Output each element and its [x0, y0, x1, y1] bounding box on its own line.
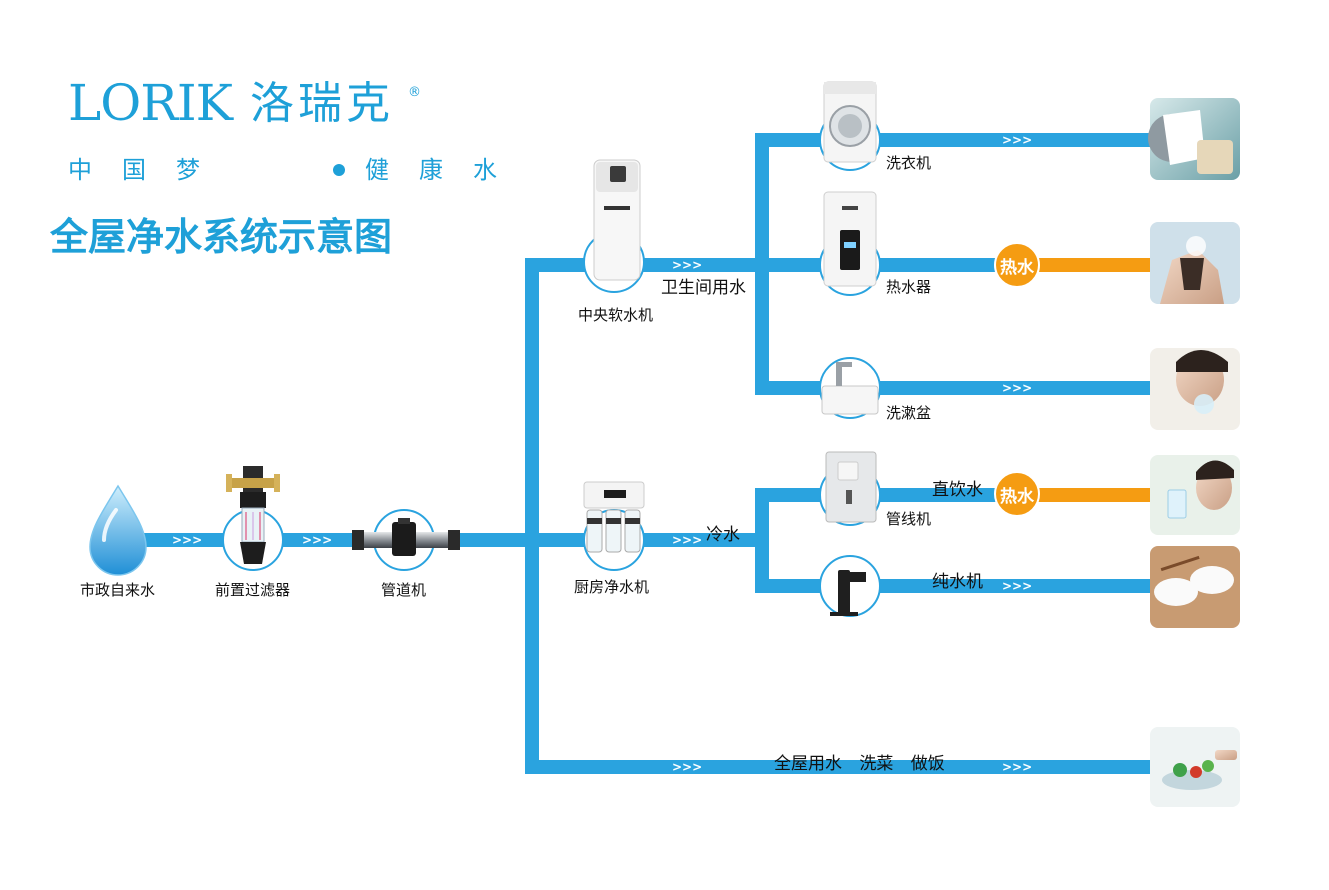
pipeline-machine-icon: [825, 451, 877, 523]
heater-icon: [823, 191, 877, 287]
flow-arrow: >>>: [672, 258, 702, 272]
registered-mark: ®: [408, 85, 421, 100]
rice-photo: [1150, 546, 1240, 628]
basin-icon: [821, 362, 879, 415]
washer-icon: [823, 81, 877, 163]
bathroom-water-label: 卫生间用水: [661, 278, 746, 298]
slogan-left: 中国梦: [68, 156, 230, 184]
vegetable-wash-photo: [1150, 727, 1240, 807]
shower-photo: [1150, 222, 1240, 304]
washer-pipe: [755, 133, 1150, 147]
flow-arrow: >>>: [672, 533, 702, 547]
upper-branch-pipe: [525, 258, 765, 272]
hot-pipes: [1030, 258, 1150, 502]
basin-label: 洗漱盆: [886, 404, 932, 422]
kitchen-vertical-pipe: [755, 488, 769, 593]
prefilter-label: 前置过滤器: [215, 581, 291, 599]
kitchen-purifier-icon: [583, 481, 645, 553]
flow-arrow: >>>: [1002, 579, 1032, 593]
flow-arrow: >>>: [672, 760, 702, 774]
hot-pipe-drink: [1030, 488, 1150, 502]
source-label: 市政自来水: [80, 581, 156, 599]
direct-drink-label: 直饮水: [932, 480, 983, 500]
flow-arrow: >>>: [1002, 760, 1032, 774]
laundry-photo: [1148, 98, 1240, 180]
hot-water-badge: 热水: [994, 242, 1040, 288]
face-wash-photo: [1150, 348, 1240, 430]
bathroom-vertical-pipe: [755, 133, 769, 395]
softener-label: 中央软水机: [578, 306, 654, 324]
brand-slogan: 中国梦 健康水: [68, 158, 527, 182]
flow-arrow: >>>: [172, 533, 202, 547]
bottom-branch-pipe: [525, 760, 1150, 774]
pipe-machine-icon: [352, 518, 460, 556]
hot-water-badge: 热水: [994, 471, 1040, 517]
vertical-trunk: [525, 258, 539, 774]
washer-label: 洗衣机: [886, 154, 932, 172]
pipeline-machine-label: 管线机: [886, 510, 932, 528]
faucet-icon: [830, 570, 866, 616]
brand-logo-latin: LORIK: [68, 74, 233, 132]
drinking-photo: [1150, 455, 1240, 535]
flow-arrow: >>>: [1002, 381, 1032, 395]
slogan-right: 健康水: [365, 156, 527, 184]
softener-icon: [593, 159, 641, 281]
cold-water-label: 冷水: [706, 525, 740, 545]
prefilter-icon: [226, 466, 280, 564]
heater-cold-pipe: [769, 258, 999, 272]
brand-logo-chinese: 洛瑞克: [250, 78, 394, 129]
whole-house-label: 全屋用水 洗菜 做饭: [774, 754, 945, 774]
kitchen-purifier-label: 厨房净水机: [574, 578, 650, 596]
flow-arrows: >>> >>> >>> >>> >>> >>> >>> >>> >>>: [172, 133, 1032, 774]
page-title: 全屋净水系统示意图: [50, 215, 393, 259]
slogan-dot: [333, 164, 345, 176]
heater-label: 热水器: [886, 278, 932, 296]
water-drop-icon: [89, 484, 147, 576]
flow-arrow: >>>: [302, 533, 332, 547]
pure-water-label: 纯水机: [932, 572, 983, 592]
basin-pipe: [755, 381, 1150, 395]
pipe-machine-label: 管道机: [381, 581, 427, 599]
hot-pipe-shower: [1030, 258, 1150, 272]
flow-arrow: >>>: [1002, 133, 1032, 147]
